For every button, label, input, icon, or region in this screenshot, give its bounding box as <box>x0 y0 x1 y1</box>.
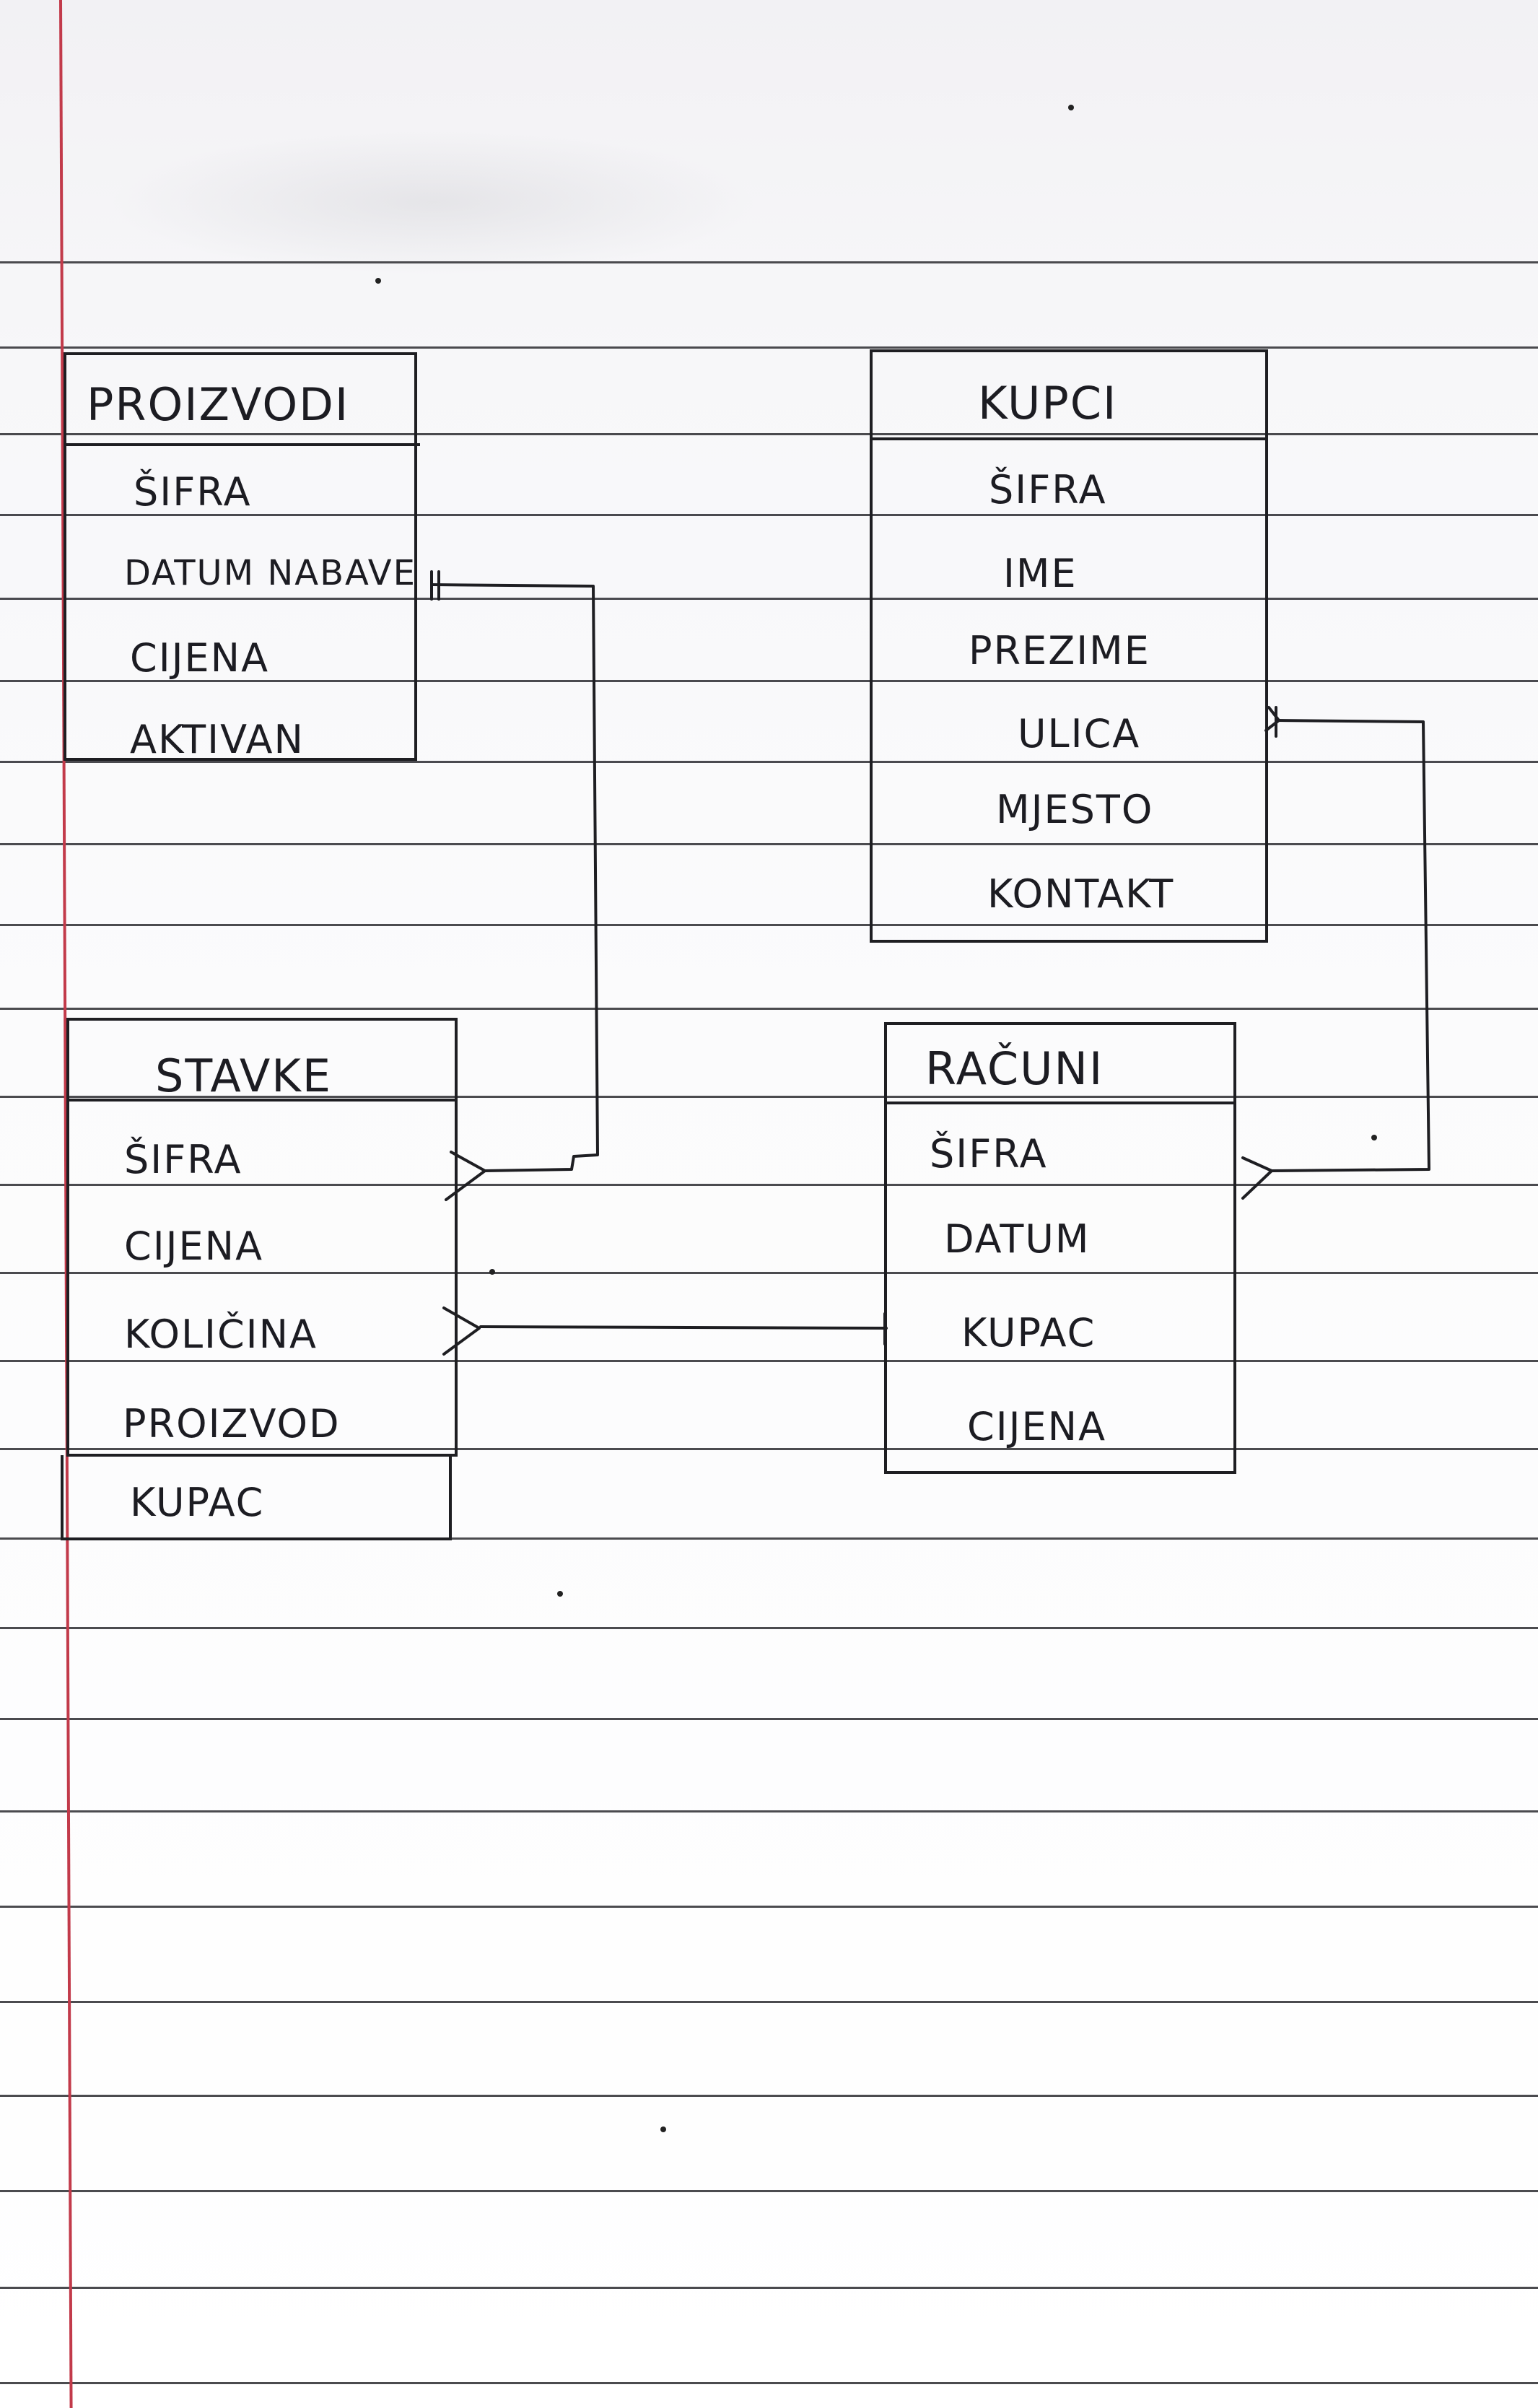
ruled-line <box>0 1627 1538 1629</box>
ink-dot <box>489 1269 495 1275</box>
crow-foot-marker <box>442 1306 481 1356</box>
ruled-line <box>0 2095 1538 2097</box>
racuni-field-kupac: KUPAC <box>961 1310 1096 1356</box>
ruled-line <box>0 1537 1538 1540</box>
ruled-line <box>0 1096 1538 1098</box>
proizvodi-field-sifra: ŠIFRA <box>134 469 252 515</box>
ink-dot <box>375 278 381 284</box>
table-racuni <box>884 1022 1236 1474</box>
ruled-line <box>0 1008 1538 1010</box>
ruled-line <box>0 1718 1538 1720</box>
ruled-line <box>0 1448 1538 1450</box>
ruled-line <box>0 1272 1538 1274</box>
connector-racuni-kupci <box>1241 706 1430 1200</box>
ruled-line <box>0 514 1538 516</box>
racuni-field-cijena: CIJENA <box>967 1404 1107 1449</box>
kupci-field-sifra: ŠIFRA <box>989 467 1107 512</box>
ruled-line <box>0 1906 1538 1908</box>
ink-dot <box>1371 1135 1377 1140</box>
ruled-line <box>0 1810 1538 1812</box>
kupci-field-ime: IME <box>1003 551 1078 596</box>
ink-dot <box>660 2126 666 2132</box>
table-stavke <box>66 1018 458 1457</box>
ruled-line <box>0 261 1538 263</box>
ruled-line <box>0 1184 1538 1186</box>
kupci-field-kontakt: KONTAKT <box>987 871 1175 917</box>
ruled-line <box>0 1360 1538 1362</box>
table-racuni-title: RAČUNI <box>925 1042 1104 1095</box>
kupci-field-mjesto: MJESTO <box>996 787 1154 832</box>
table-proizvodi-header <box>66 355 420 446</box>
proizvodi-field-aktivan: AKTIVAN <box>130 717 305 762</box>
ruled-line <box>0 2190 1538 2192</box>
connector-proizvodi-stavke <box>430 570 599 1201</box>
crow-foot-marker <box>445 1151 486 1201</box>
kupci-field-ulica: ULICA <box>1018 711 1141 756</box>
table-stavke-header <box>69 1021 455 1102</box>
ruled-line <box>0 843 1538 845</box>
ruled-line <box>0 761 1538 763</box>
paper-shadow <box>108 130 758 274</box>
stavke-field-kolicina: KOLIČINA <box>124 1312 318 1357</box>
ruled-line <box>0 598 1538 600</box>
proizvodi-field-cijena: CIJENA <box>130 635 270 681</box>
ruled-line <box>0 2382 1538 2384</box>
proizvodi-field-datum-nabave: DATUM NABAVE <box>124 553 416 593</box>
stavke-field-cijena: CIJENA <box>124 1223 264 1269</box>
table-kupci <box>870 349 1268 943</box>
ruled-line <box>0 433 1538 435</box>
stavke-field-sifra: ŠIFRA <box>124 1137 243 1182</box>
stavke-field-kupac: KUPAC <box>130 1480 265 1525</box>
crow-foot-marker <box>1241 1156 1273 1200</box>
table-kupci-title: KUPCI <box>978 377 1118 429</box>
table-stavke-title: STAVKE <box>155 1050 333 1102</box>
table-proizvodi <box>64 352 420 761</box>
racuni-field-datum: DATUM <box>944 1216 1091 1262</box>
table-racuni-header <box>887 1025 1233 1104</box>
ruled-line <box>0 924 1538 926</box>
racuni-field-sifra: ŠIFRA <box>930 1131 1048 1177</box>
ruled-line <box>0 2287 1538 2289</box>
table-kupci-header <box>873 352 1265 440</box>
connector-stavke-racuni <box>442 1306 888 1356</box>
ruled-line <box>0 680 1538 682</box>
kupci-field-prezime: PREZIME <box>969 628 1150 673</box>
table-stavke-last-row <box>61 1455 452 1540</box>
stavke-field-proizvod: PROIZVOD <box>123 1401 341 1447</box>
table-proizvodi-title: PROIZVODI <box>87 378 350 431</box>
ruled-line <box>0 2001 1538 2003</box>
ruled-line <box>0 346 1538 349</box>
ink-dot <box>557 1591 563 1597</box>
ink-dot <box>1068 105 1074 110</box>
